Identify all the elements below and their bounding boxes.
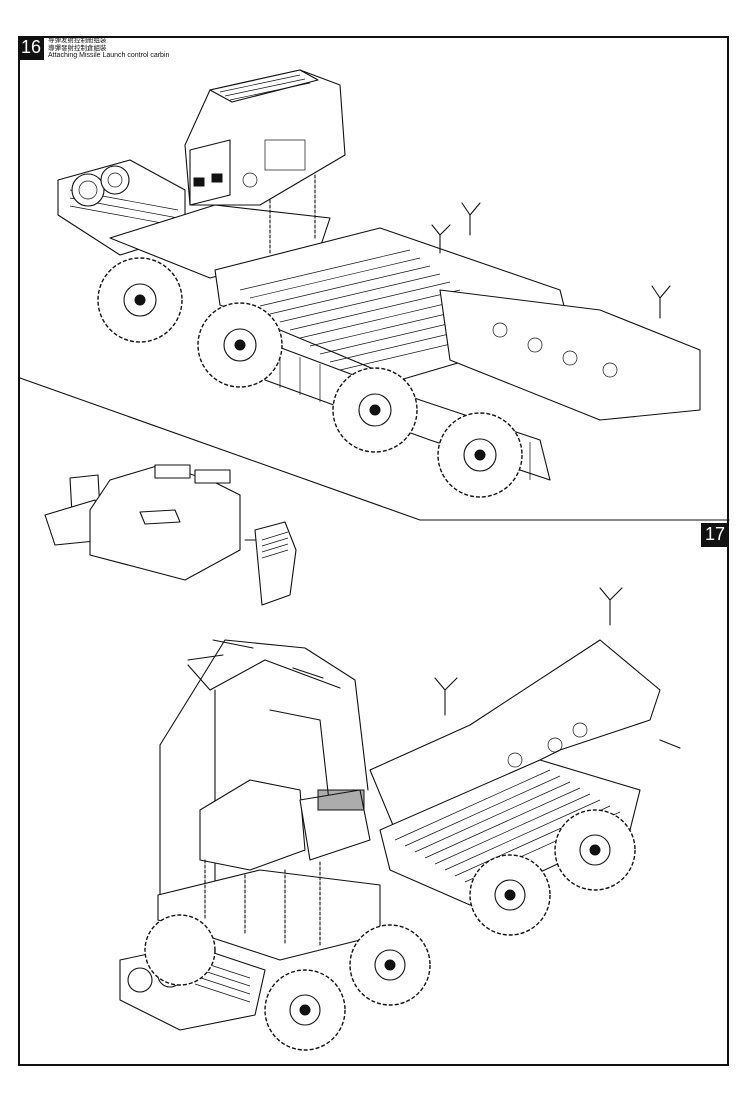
- step17-cab-panels-parts: [44, 464, 297, 606]
- step-caption-cn-traditional: 導彈發射控制倉組裝: [48, 43, 107, 52]
- step-divider-line: [19, 377, 730, 521]
- step-caption: 导弹发射控制舱组装 導彈發射控制倉組裝 Attaching Missile La…: [48, 36, 170, 60]
- instruction-page-frame: [18, 36, 729, 1066]
- step16-truck-assembly: [57, 69, 701, 498]
- step-caption-cn-simplified: 导弹发射控制舱组装: [48, 36, 107, 44]
- step-caption-english: Attaching Missile Launch control carbin: [48, 52, 170, 59]
- step-number-badge: 16: [18, 36, 44, 60]
- step17-truck-assembly: [119, 587, 681, 1051]
- step-number-badge: 17: [701, 523, 729, 547]
